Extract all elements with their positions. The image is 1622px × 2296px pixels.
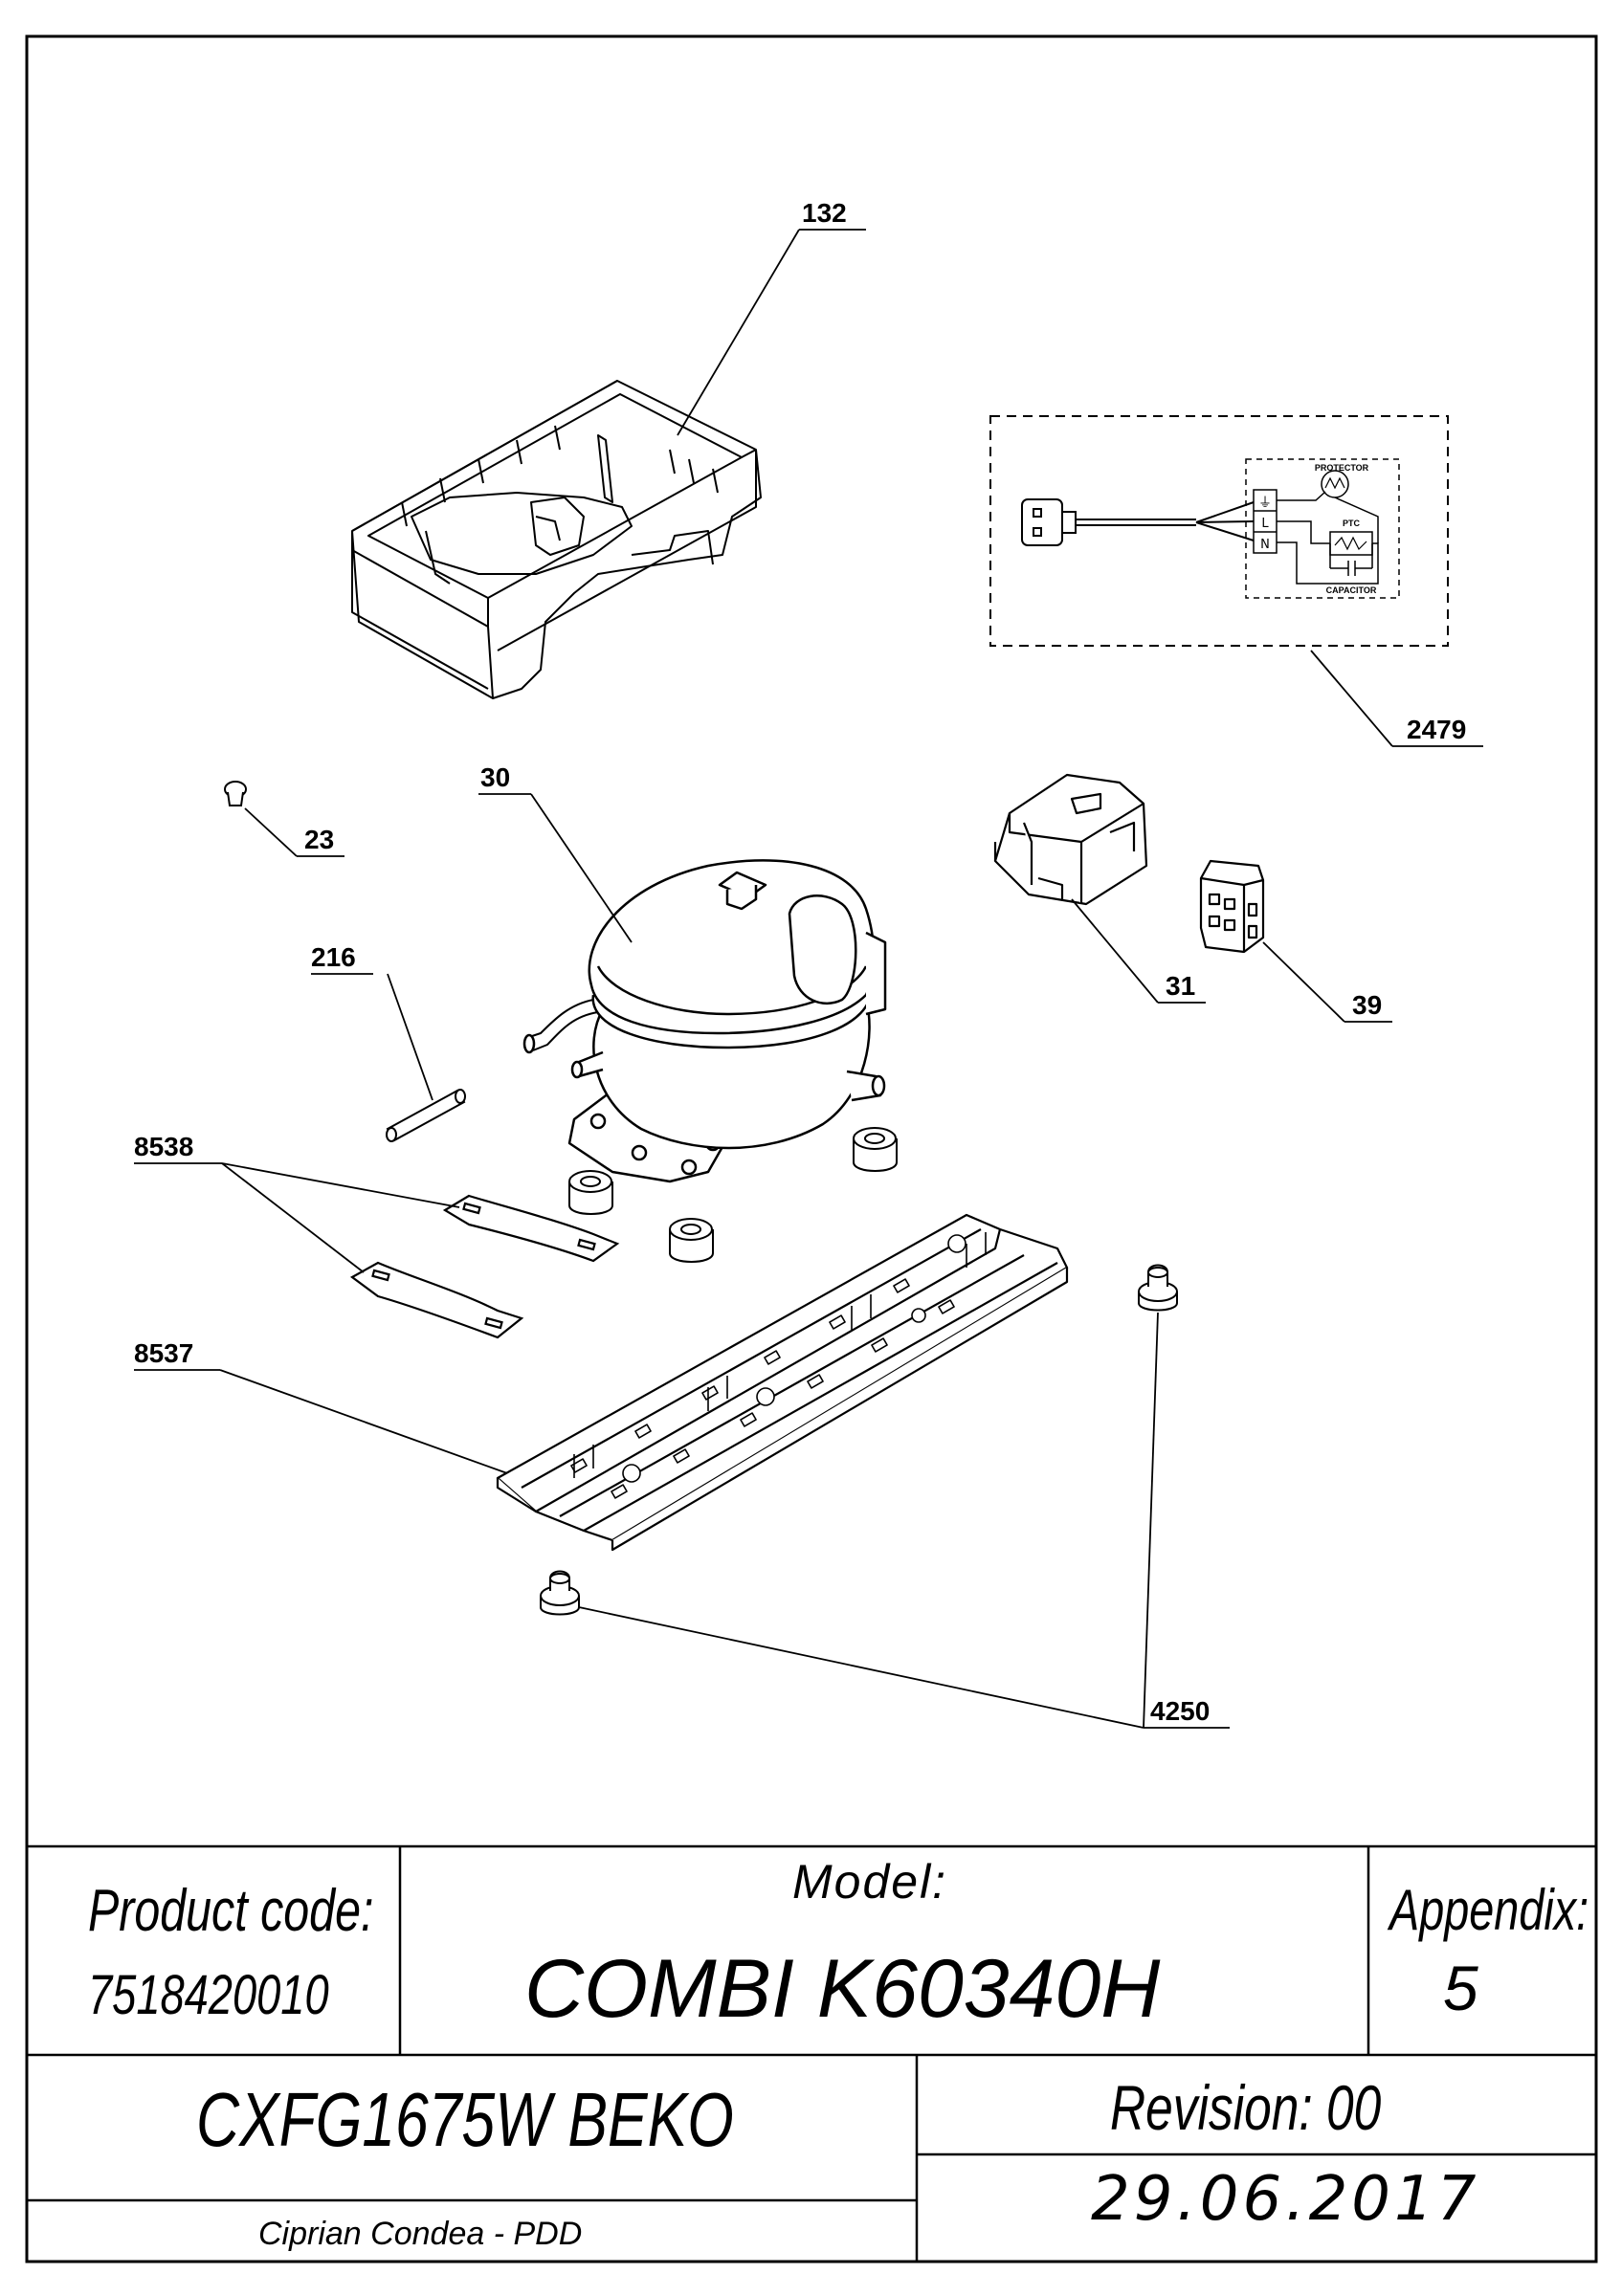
callout-216: 216 bbox=[311, 942, 356, 972]
callout-30: 30 bbox=[480, 762, 510, 792]
callout-2479: 2479 bbox=[1407, 715, 1466, 744]
product-name: CXFG1675W BEKO bbox=[196, 2077, 734, 2162]
terminal-e-label: ⏚ bbox=[1258, 496, 1272, 511]
author: Ciprian Condea - PDD bbox=[258, 2216, 583, 2252]
part-39-ptc-relay bbox=[1199, 859, 1265, 954]
part-30-compressor bbox=[522, 859, 887, 1183]
cable bbox=[1076, 501, 1255, 541]
callout-8538: 8538 bbox=[134, 1132, 193, 1161]
protector-zigzag bbox=[1324, 476, 1345, 490]
callout-8537: 8537 bbox=[134, 1338, 193, 1368]
capacitor-label: CAPACITOR bbox=[1326, 585, 1377, 595]
part-2479-wiring-harness: ⏚ L N PROTECTOR PTC CAPACITOR bbox=[989, 415, 1449, 647]
product-code-label: Product code: bbox=[88, 1878, 374, 1944]
mains-plug bbox=[1021, 498, 1077, 546]
revision: Revision: 00 bbox=[1110, 2072, 1382, 2143]
protector-symbol bbox=[1321, 470, 1349, 498]
capacitor-symbol bbox=[1277, 497, 1379, 585]
terminal-l-label: L bbox=[1261, 517, 1269, 531]
protector-label: PROTECTOR bbox=[1315, 463, 1369, 473]
part-216-tube bbox=[386, 1089, 466, 1142]
wiring-dashed-box bbox=[989, 415, 1449, 647]
callout-labels: 132 2479 23 30 31 39 216 8538 8537 4250 bbox=[134, 198, 1466, 1726]
terminal-n-label: N bbox=[1260, 538, 1270, 552]
sheet-border bbox=[25, 34, 1598, 2263]
part-8538-pads bbox=[349, 1194, 620, 1339]
part-4250-nuts bbox=[540, 1264, 1178, 1616]
part-8537-base-rails bbox=[496, 1213, 1069, 1552]
callout-leaders bbox=[134, 229, 1483, 1729]
part-132-drip-tray bbox=[351, 380, 762, 699]
compressor-rubber-feet bbox=[568, 1127, 898, 1263]
callout-132: 132 bbox=[802, 198, 847, 228]
appendix-label: Appendix: bbox=[1389, 1878, 1589, 1942]
ptc-label: PTC bbox=[1343, 519, 1361, 528]
part-23-grommet bbox=[224, 781, 247, 806]
callout-31: 31 bbox=[1166, 971, 1195, 1001]
callout-39: 39 bbox=[1352, 990, 1382, 1020]
date: 29.06.2017 bbox=[1091, 2164, 1480, 2235]
model-label: Model: bbox=[792, 1855, 948, 1909]
callout-4250: 4250 bbox=[1150, 1696, 1210, 1726]
model-value: COMBI K60340H bbox=[524, 1943, 1161, 2035]
part-31-relay-cover bbox=[993, 773, 1148, 906]
product-code-value: 7518420010 bbox=[88, 1964, 329, 2026]
appendix-value: 5 bbox=[1443, 1953, 1478, 2023]
terminal-block bbox=[1253, 489, 1278, 554]
callout-23: 23 bbox=[304, 825, 334, 854]
relay-dashed-box bbox=[1245, 458, 1400, 599]
title-block-grid bbox=[27, 1844, 1596, 2262]
